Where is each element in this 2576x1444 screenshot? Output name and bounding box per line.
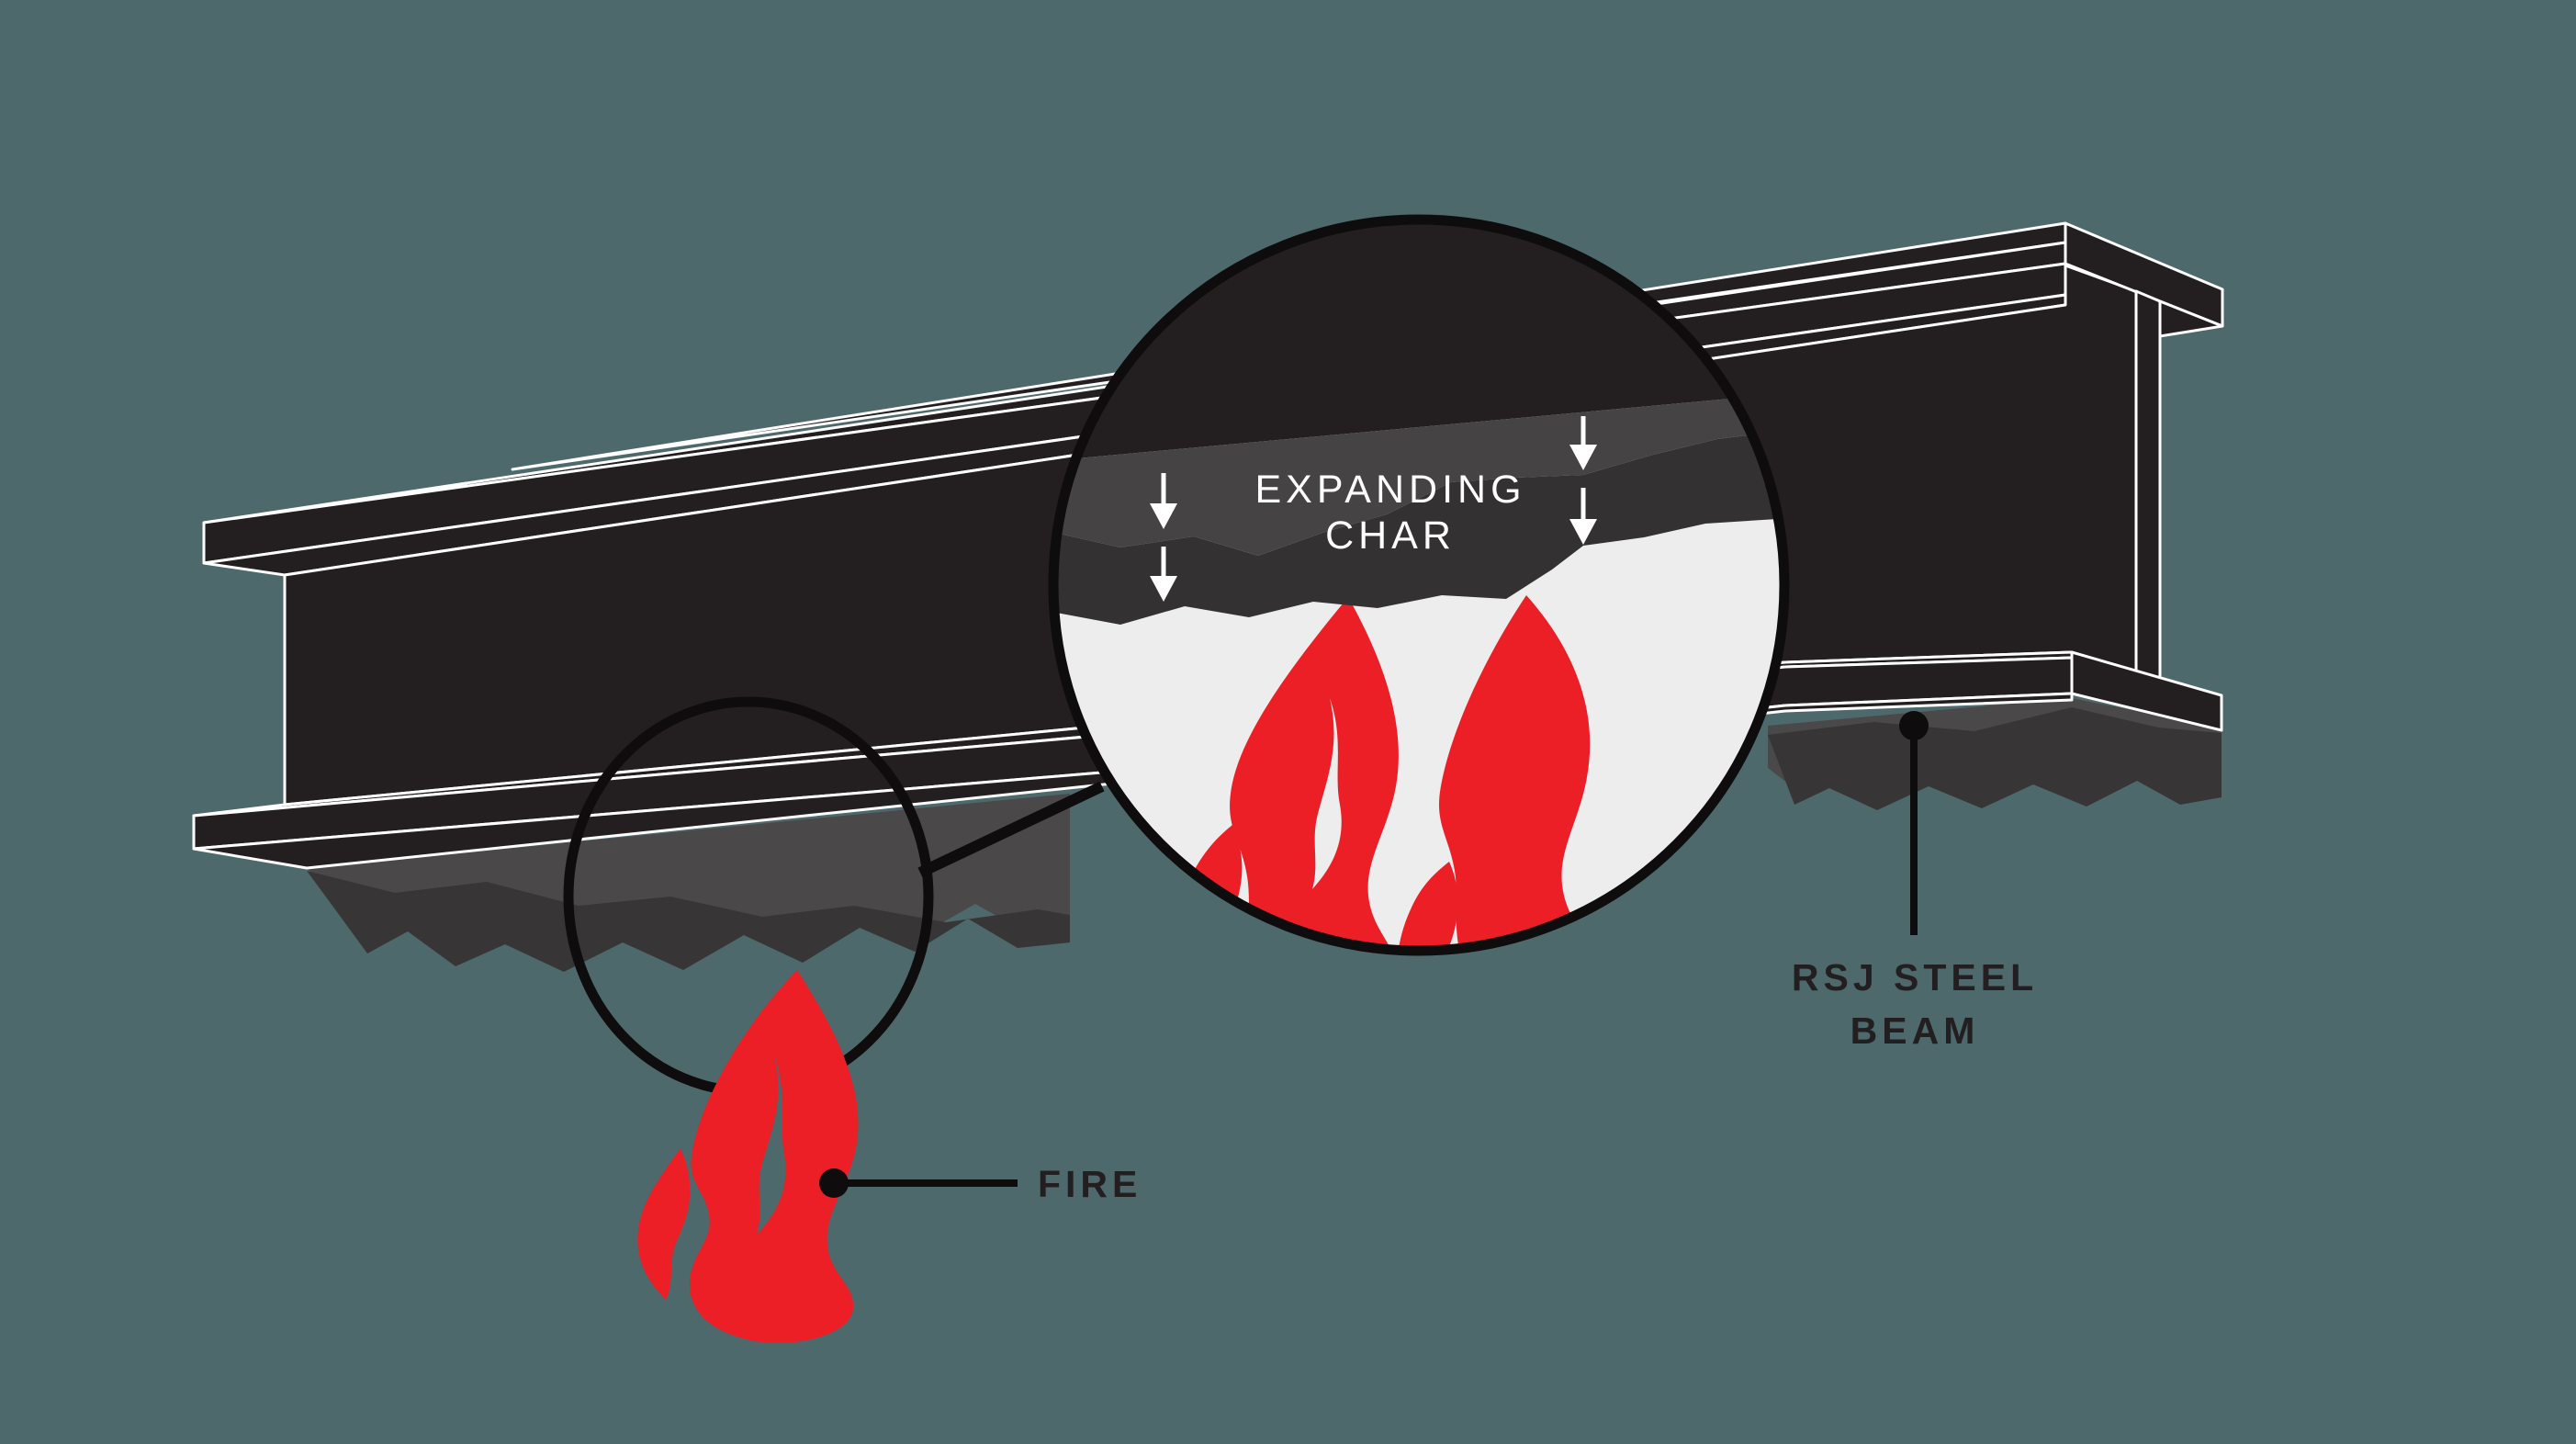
char-under-beam-left: [307, 794, 1070, 972]
down-arrow-icon-head: [1150, 503, 1177, 529]
beam-endcap-web: [2134, 289, 2162, 680]
fire-label: FIRE: [1038, 1163, 1142, 1205]
magnified-char-layer-2: [1055, 430, 1783, 625]
magnified-flames: [1172, 595, 1591, 949]
magnified-flame-right: [1439, 595, 1591, 949]
flame-inner-gap: [757, 1055, 786, 1235]
down-arrow-icon-head: [1569, 445, 1597, 470]
expanding-char-label-line2: CHAR: [1325, 513, 1456, 558]
magnified-flame-left: [1230, 597, 1399, 949]
magnifier-ring: [1048, 214, 1790, 956]
char-layer-dark: [1768, 707, 2222, 810]
magnified-flame-left-gap: [1312, 698, 1342, 889]
beam-label-line2: BEAM: [1850, 1010, 1980, 1052]
magnifier-connector-line: [917, 781, 1105, 878]
magnifier-circle: EXPANDING CHAR: [1048, 214, 1790, 956]
char-expansion-arrows: [1150, 416, 1597, 602]
down-arrow-icon-head: [1569, 519, 1597, 545]
char-layer-dark: [307, 871, 1070, 972]
flame-left-tongue: [637, 1148, 691, 1300]
magnified-flame-small-mid: [1397, 862, 1458, 949]
fire-label-group: FIRE: [819, 1163, 1142, 1205]
beam-label-group: RSJ STEEL BEAM: [1792, 711, 2038, 1052]
char-under-beam-right: [1768, 698, 2222, 810]
fire-flame-icon: [637, 970, 859, 1343]
magnified-char-layer-1: [1055, 393, 1783, 556]
down-arrow-icon-head: [1150, 576, 1177, 602]
expanding-char-label-line1: EXPANDING: [1254, 468, 1525, 512]
beam-endcap-bottom-flange: [2070, 650, 2223, 732]
beam-label-line1: RSJ STEEL: [1792, 956, 2038, 998]
